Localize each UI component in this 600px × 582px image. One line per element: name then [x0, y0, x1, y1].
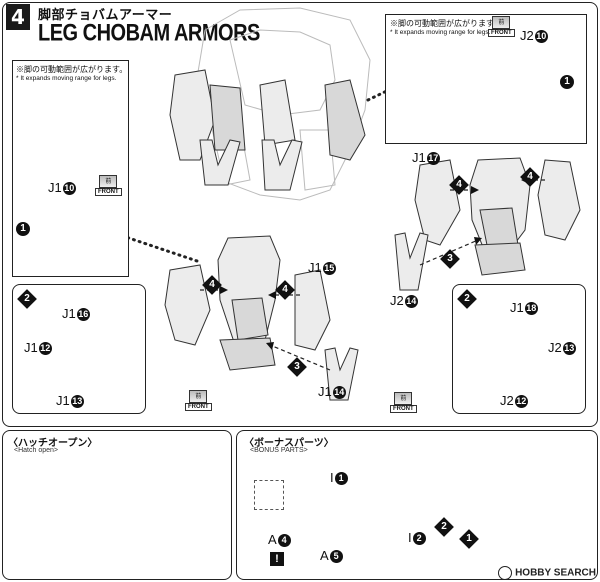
armor-piece-top-mid-left: [209, 84, 246, 151]
hobby-search-logo-icon: [498, 566, 513, 580]
step-3-right: 3: [440, 249, 460, 269]
bonus-step-2: 2: [434, 517, 454, 537]
bonus-step-1: 1: [459, 529, 479, 549]
center-side-armor-left: [164, 264, 211, 346]
inset-top-right: [385, 14, 587, 144]
step-4-center-left: 4: [202, 275, 222, 295]
bonus-parts-title-en: <BONUS PARTS>: [250, 447, 308, 454]
step-title-en: LEG CHOBAM ARMORS: [38, 20, 260, 47]
hatch-open-panel: [2, 430, 232, 580]
step-title-jp: 脚部チョバムアーマー: [38, 7, 173, 22]
right-side-armor-left: [414, 159, 461, 246]
hatch-open-title-jp: 〈ハッチオープン〉: [8, 438, 98, 449]
center-side-armor-right: [294, 269, 331, 351]
bonus-small-part-box: [254, 480, 284, 510]
step-2-lower-right: 2: [457, 289, 477, 309]
hatch-open-title-en: <Hatch open>: [14, 447, 58, 454]
warning-icon: !: [270, 552, 284, 566]
step-number: 4: [6, 4, 30, 30]
center-arrow-3: [269, 344, 331, 371]
armor-piece-top-left: [169, 69, 216, 161]
step-3-center: 3: [287, 357, 307, 377]
bullet-1-top-right: 1: [560, 75, 574, 89]
step-4-center-right: 4: [275, 280, 295, 300]
step-4-right-right: 4: [520, 167, 540, 187]
right-side-armor-right: [537, 159, 581, 241]
bullet-1-left: 1: [16, 222, 30, 236]
inset-top-left: [12, 60, 129, 277]
armor-piece-top-right: [324, 79, 366, 161]
j1-14-piece-top-left: [199, 139, 241, 186]
right-j2-14: [394, 232, 429, 291]
bonus-parts-panel: [236, 430, 598, 580]
right-leg-foot: [474, 242, 526, 276]
inset-tl-note-en: * It expands moving range for legs.: [16, 75, 117, 82]
inset-lower-left: [12, 284, 146, 414]
armor-piece-top-mid-right: [259, 79, 296, 146]
inset-tr-note-jp: ※脚の可動範囲が広がります。: [390, 19, 502, 28]
step-4-right-left: 4: [449, 175, 469, 195]
bonus-parts-title-jp: 〈ボーナスパーツ〉: [244, 438, 334, 449]
step-2-lower-left: 2: [17, 289, 37, 309]
hobby-search-watermark: HOBBY SEARCH: [498, 566, 596, 580]
center-leg-knee: [231, 297, 269, 341]
center-leg-foot: [219, 337, 276, 371]
inset-tr-note-en: * It expands moving range for legs.: [390, 29, 491, 36]
inset-tl-note-jp: ※脚の可動範囲が広がります。: [16, 65, 128, 74]
j1-14-piece-top-right: [261, 139, 303, 191]
